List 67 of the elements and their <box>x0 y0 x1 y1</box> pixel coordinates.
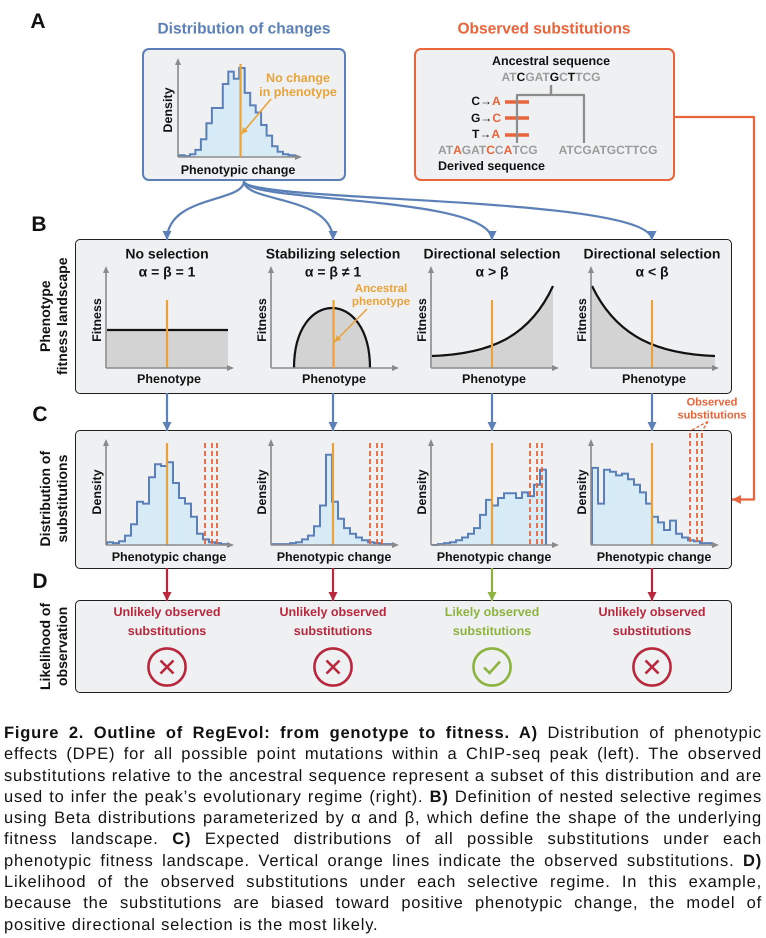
axis-label: Phenotype <box>622 372 686 386</box>
row-heading: Likelihood of observation <box>37 602 70 690</box>
tree-branch <box>550 85 586 143</box>
leader-arrow <box>240 98 272 135</box>
axis-label: Phenotypic change <box>180 163 296 177</box>
panel-letter: D <box>32 570 48 593</box>
axis-label: Phenotype <box>137 372 201 386</box>
axis-label: Phenotypic change <box>112 550 226 564</box>
outcome-text: Unlikely observed substitutions <box>114 605 220 638</box>
row-heading: Distribution of substitutions <box>37 451 70 547</box>
dna-sequence: ATAGATCCATCG <box>438 143 538 157</box>
arrow <box>162 393 172 431</box>
substitution-label: G→C <box>471 111 501 125</box>
leader-arrow <box>334 308 368 343</box>
axis-label: Phenotype <box>462 372 526 386</box>
axis-label: Fitness <box>255 298 269 342</box>
dna-sequence: ATCGATGCTTCG <box>558 143 658 157</box>
parameter-formula: α > β <box>475 264 509 280</box>
annotation-text: Observed substitutions <box>677 396 747 421</box>
annotation-text: No change in phenotype <box>259 71 337 99</box>
panel-title: No selection <box>125 246 209 262</box>
axis-label: Fitness <box>415 298 429 342</box>
row-heading: Phenotype fitness landscape <box>37 257 70 375</box>
axis-label: Density <box>255 469 269 515</box>
axis-label: Density <box>575 469 589 515</box>
panel-letter: A <box>30 10 46 33</box>
axis-label: Density <box>90 469 104 515</box>
arrow <box>328 568 338 601</box>
axis-label: Fitness <box>575 298 589 342</box>
arrow <box>648 568 656 601</box>
parameter-formula: α = β ≠ 1 <box>304 264 362 280</box>
arrow <box>162 568 172 601</box>
panel-heading: Distribution of changes <box>157 20 331 38</box>
axis-label: Phenotype <box>302 372 366 386</box>
leader-line <box>689 420 709 432</box>
arrow <box>648 393 656 431</box>
reference-line <box>332 300 334 368</box>
axis-label: Fitness <box>90 298 104 342</box>
reference-line <box>238 64 242 157</box>
substitution-label: T→A <box>472 127 500 141</box>
outcome-text: Unlikely observed substitutions <box>598 605 706 638</box>
axis-label: Phenotypic change <box>276 550 392 564</box>
outcome-text: Likely observed substitutions <box>444 605 540 638</box>
arrow <box>675 116 756 504</box>
panel-letter: C <box>32 403 48 426</box>
outcome-text: Unlikely observed substitutions <box>280 605 386 638</box>
arrow <box>164 180 246 240</box>
parameter-formula: α < β <box>635 264 669 280</box>
sequence-label: Ancestral sequence <box>492 54 610 68</box>
arrow <box>488 393 496 431</box>
panel-heading: Observed substitutions <box>457 20 631 38</box>
arrow <box>328 393 338 431</box>
substitution-label: C→A <box>471 94 501 108</box>
axis-label: Phenotypic change <box>596 550 712 564</box>
panel-title: Directional selection <box>424 246 560 262</box>
axis-label: Phenotypic change <box>436 550 552 564</box>
parameter-formula: α = β = 1 <box>138 264 196 280</box>
axis-label: Density <box>161 87 175 133</box>
panel-title: Directional selection <box>584 246 720 262</box>
panel-letter: B <box>31 213 47 236</box>
dna-sequence: ATCGATGCTTCG <box>502 70 600 84</box>
arrow <box>488 568 496 601</box>
annotation-text: Ancestral phenotype <box>352 283 410 308</box>
sequence-label: Derived sequence <box>438 159 545 173</box>
axis-label: Density <box>415 469 429 515</box>
panel-title: Stabilizing selection <box>266 246 400 262</box>
figure-caption: Figure 2. Outline of RegEvol: from genotype to fitness. A) Distribution of phenotypic effects (DPE) for all possible point mutations within a ChIP-seq peak (left). The observed substitutions relative to the ancestral sequence represent a subset of this distribution and are used to infer the peak’s evolutionary regime (right). B) Definition of nested selective regimes using Beta distributions parameterized by α and β, which define the shape of the underlying fitness landscape. C) Expected distributions of all possible substitutions under each phenotypic fitness landscape. Vertical orange lines indicate the observed substitutions. D) Likelihood of the observed substitutions under each selective regime. In this example, because the substitutions are biased toward positive phenotypic change, the model of positive directional selection is the most likely. <box>4 723 762 936</box>
